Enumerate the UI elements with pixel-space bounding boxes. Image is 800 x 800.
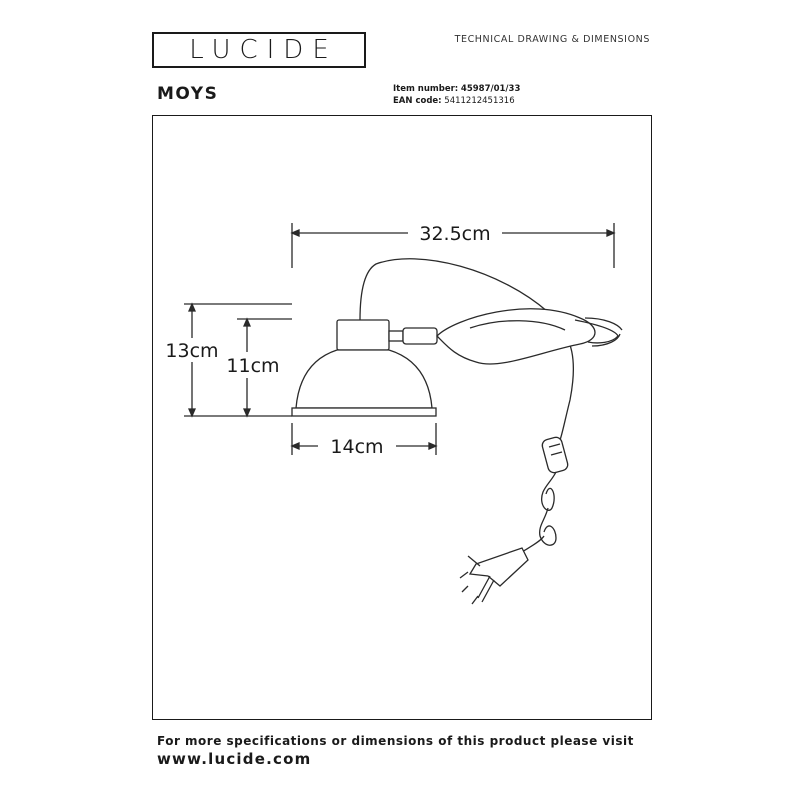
brand-logo: LUCIDE: [152, 32, 366, 68]
ean-value: 5411212451316: [444, 96, 515, 106]
lamp-cord-top: [359, 258, 575, 441]
diameter-label: 14cm: [330, 436, 383, 458]
footer-url[interactable]: www.lucide.com: [157, 750, 312, 768]
height-total-dimension-line: [184, 302, 292, 418]
clamp: [436, 308, 623, 365]
diameter-dimension-line: [290, 423, 438, 455]
item-number-value: 45987/01/33: [460, 84, 521, 94]
height-total-label: 13cm: [165, 340, 218, 362]
cord-switch: [541, 436, 569, 474]
logo-text: LUCIDE: [189, 35, 338, 65]
product-meta: Item number: 45987/01/33 EAN code: 54112…: [393, 83, 520, 107]
clamp-joint: [388, 327, 438, 345]
width-dimension-line: [290, 223, 616, 268]
width-total-label: 32.5cm: [419, 223, 490, 245]
height-shade-dimension-line: [237, 317, 292, 418]
cord-coil: [521, 471, 557, 553]
item-number-label: Item number:: [393, 84, 459, 94]
ean-label: EAN code:: [393, 96, 442, 106]
product-name: MOYS: [157, 84, 219, 104]
item-number-row: Item number: 45987/01/33: [393, 83, 520, 95]
power-plug: [459, 547, 529, 605]
height-shade-label: 11cm: [226, 355, 279, 377]
ean-row: EAN code: 5411212451316: [393, 95, 520, 107]
document-type: TECHNICAL DRAWING & DIMENSIONS: [454, 34, 650, 45]
footer-note: For more specifications or dimensions of…: [157, 734, 634, 748]
lamp-shade: [291, 319, 437, 417]
drawing-frame: [152, 115, 652, 720]
